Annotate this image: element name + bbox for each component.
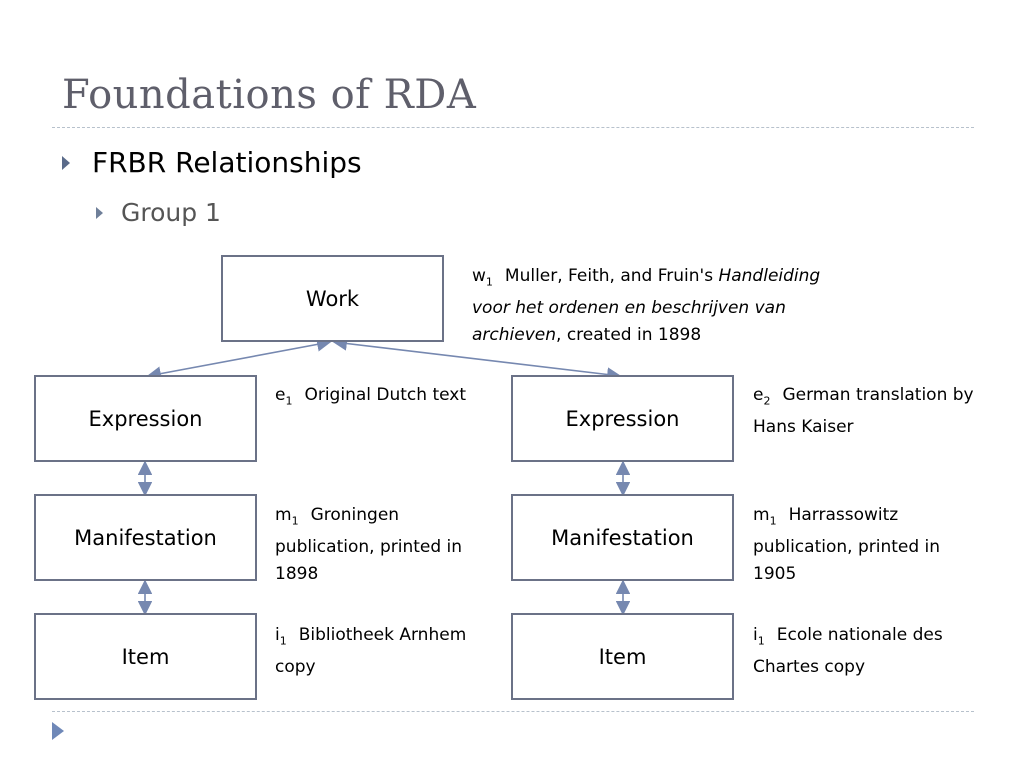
expression-left-box: Expression <box>34 375 257 462</box>
bullet-level2: Group 1 <box>96 198 221 227</box>
work-title-italic: Handleiding voor het ordenen en beschrij… <box>472 266 821 346</box>
expression-right-box: Expression <box>511 375 734 462</box>
expression-left-symbol: e1 <box>275 385 293 408</box>
expression-right-text: German translation by Hans Kaiser <box>753 385 974 438</box>
item-left-symbol: i1 <box>275 625 287 648</box>
title-divider <box>52 127 974 128</box>
work-description: w1 Muller, Feith, and Fruin's Handleiding… <box>472 263 862 349</box>
expression-left-description: e1 Original Dutch text <box>275 382 510 414</box>
item-left-box: Item <box>34 613 257 700</box>
bullet-level1-text: FRBR Relationships <box>92 146 362 179</box>
work-to-expression-right-arrow <box>332 336 622 382</box>
work-text-before: Muller, Feith, and Fruin's <box>504 266 719 286</box>
work-symbol: w1 <box>472 266 493 289</box>
bullet-level1: FRBR Relationships <box>62 146 362 179</box>
sub-bullet-triangle-icon <box>96 206 103 219</box>
manifestation-right-symbol: m1 <box>753 505 777 528</box>
item-right-box: Item <box>511 613 734 700</box>
expression-right-symbol: e2 <box>753 385 771 408</box>
manifestation-right-text: Harrassowitz publication, printed in 190… <box>753 505 941 585</box>
work-text-after: , created in 1898 <box>556 325 702 346</box>
item-right-text: Ecole nationale des Chartes copy <box>753 625 943 678</box>
manifestation-left-text: Groningen publication, printed in 1898 <box>275 505 463 585</box>
footer-divider <box>52 711 974 712</box>
manifestation-left-symbol: m1 <box>275 505 299 528</box>
manifestation-left-box: Manifestation <box>34 494 257 581</box>
manifestation-right-box: Manifestation <box>511 494 734 581</box>
slide-title: Foundations of RDA <box>62 72 477 118</box>
item-left-text: Bibliotheek Arnhem copy <box>275 625 467 678</box>
expression-left-text: Original Dutch text <box>304 385 467 405</box>
bullet-triangle-icon <box>62 155 70 170</box>
work-box: Work <box>221 255 444 342</box>
work-to-expression-left-arrow <box>146 337 332 381</box>
bullet-level2-text: Group 1 <box>121 198 221 227</box>
footer-triangle-icon <box>52 722 64 740</box>
item-right-symbol: i1 <box>753 625 765 648</box>
